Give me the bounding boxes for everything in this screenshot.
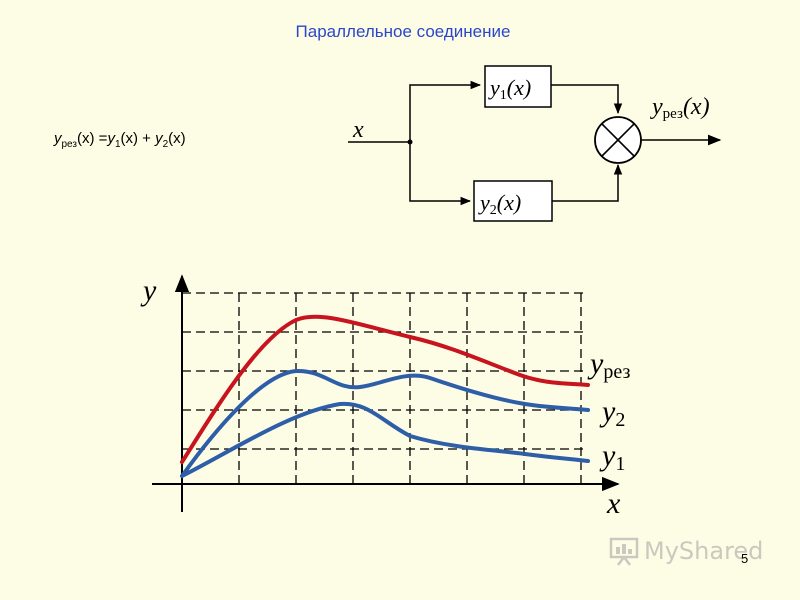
block-diagram: x y1(x) y2(x) yрез(x): [348, 65, 722, 222]
presentation-icon: [609, 537, 639, 566]
series-y1-label: y1: [599, 439, 625, 475]
watermark-text: MyShared: [644, 537, 764, 565]
series-y2-label: y2: [599, 395, 625, 431]
block2-to-sum: [552, 163, 623, 202]
x-axis-label: x: [606, 487, 621, 520]
watermark: MyShared: [608, 536, 763, 566]
block1-label: y1(x): [488, 75, 531, 103]
block1-to-sum: [551, 84, 623, 115]
sum-formula: yрез(x) =y1(x) + y2(x): [54, 130, 186, 150]
branch-to-block1: [409, 80, 482, 142]
page-number: 5: [741, 551, 749, 566]
output-label: yрез(x): [650, 94, 710, 122]
block2-label: y2(x): [478, 190, 521, 218]
series-y1-line: [180, 401, 590, 478]
slide-title: Параллельное соединение: [295, 22, 511, 41]
block2-box: [473, 180, 553, 222]
series-y-rez-line: [180, 314, 590, 464]
series-y-rez-label: yрез: [587, 347, 630, 383]
y-axis-label: y: [140, 274, 157, 307]
series-y2-line: [180, 368, 590, 478]
input-label: x: [352, 117, 364, 143]
block1-box: [484, 65, 552, 108]
branch-to-block2: [409, 142, 472, 206]
chart: y x yрез y2 y1: [140, 274, 630, 520]
summing-junction-icon: [594, 116, 642, 164]
